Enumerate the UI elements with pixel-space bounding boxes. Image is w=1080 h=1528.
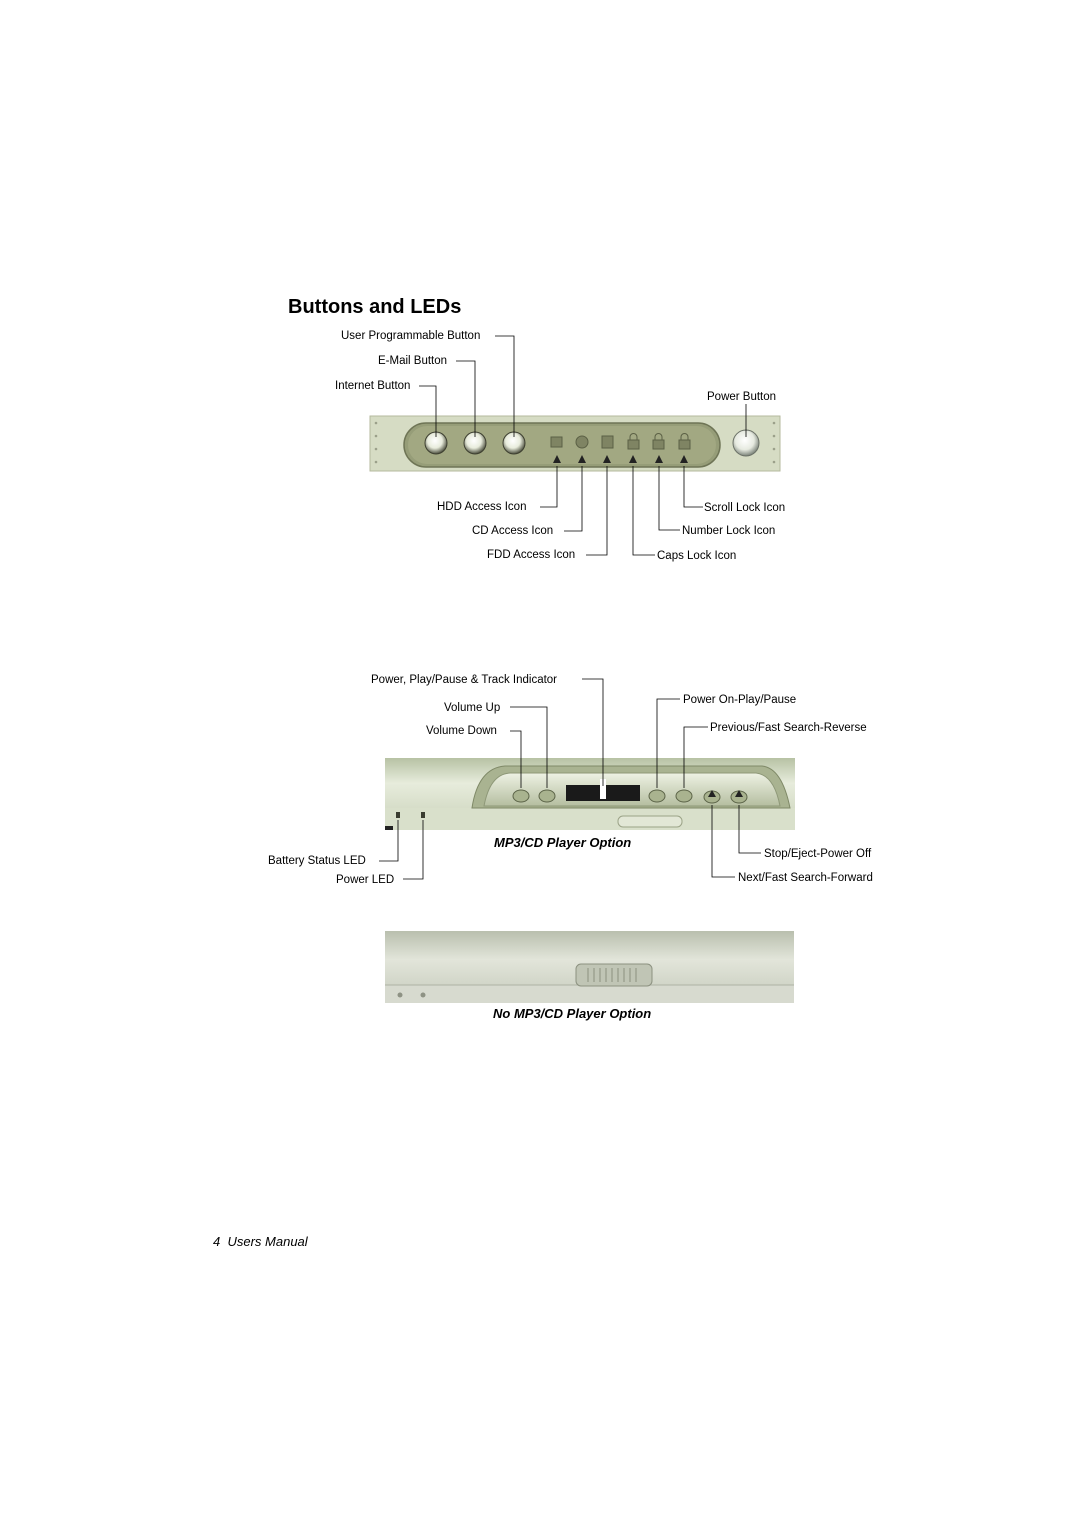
page-title: Buttons and LEDs: [288, 296, 462, 318]
volume-down-button-icon: [512, 789, 530, 803]
volume-down-label: Volume Down: [426, 725, 497, 737]
cd-access-icon-label: CD Access Icon: [472, 525, 554, 537]
fdd-access-icon-label: FDD Access Icon: [487, 549, 576, 561]
volume-up-label: Volume Up: [444, 702, 501, 714]
mp3-option-caption: MP3/CD Player Option: [494, 835, 632, 850]
caps-lock-icon-label: Caps Lock Icon: [657, 550, 737, 562]
power-button-label: Power Button: [707, 391, 777, 403]
page-number: 4: [213, 1234, 221, 1249]
page-footer: 4 Users Manual: [213, 1234, 308, 1249]
stop-eject-power-off-label: Stop/Eject-Power Off: [764, 848, 872, 860]
mp3-panel-photo: [385, 758, 795, 830]
battery-status-led-icon: [396, 812, 400, 818]
cd-access-icon: [575, 435, 589, 449]
manual-name: Users Manual: [227, 1234, 308, 1249]
power-led-icon: [421, 812, 425, 818]
previous-fast-search-reverse-label: Previous/Fast Search-Reverse: [710, 722, 867, 734]
number-lock-icon-label: Number Lock Icon: [682, 525, 776, 537]
scroll-lock-icon: [678, 433, 691, 450]
next-fast-search-forward-label: Next/Fast Search-Forward: [738, 872, 873, 884]
email-button-label: E-Mail Button: [378, 355, 448, 367]
power-led-label: Power LED: [336, 874, 395, 886]
internet-button-label: Internet Button: [335, 380, 411, 392]
latch-icon: [575, 963, 653, 987]
user-programmable-button-label: User Programmable Button: [341, 330, 481, 342]
number-lock-icon: [652, 433, 665, 450]
button-panel-photo: [369, 415, 781, 472]
track-indicator-label: Power, Play/Pause & Track Indicator: [371, 674, 558, 686]
hdd-access-icon-label: HDD Access Icon: [437, 501, 527, 513]
volume-up-button-icon: [538, 789, 556, 803]
power-on-play-pause-label: Power On-Play/Pause: [683, 694, 797, 706]
caps-lock-icon: [627, 433, 640, 450]
no-mp3-panel-photo: [385, 931, 794, 1003]
power-on-play-pause-button-icon: [648, 789, 666, 803]
scroll-lock-icon-label: Scroll Lock Icon: [704, 502, 786, 514]
hdd-access-icon: [550, 436, 563, 448]
fdd-access-icon: [601, 435, 614, 449]
battery-status-led-label: Battery Status LED: [268, 855, 366, 867]
previous-button-icon: [675, 789, 693, 803]
no-mp3-option-caption: No MP3/CD Player Option: [493, 1006, 652, 1021]
